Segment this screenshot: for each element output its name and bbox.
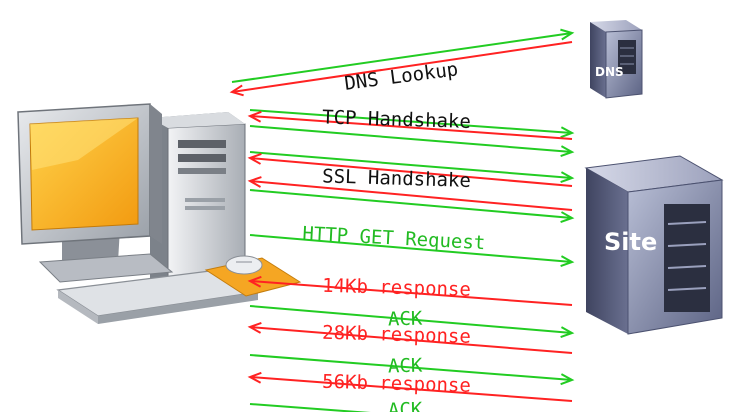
response-14kb-arrow — [247, 275, 573, 306]
ssl-server-finish-arrow — [247, 176, 573, 211]
ack-2-arrow — [249, 354, 575, 386]
http-get-label: HTTP GET Request — [302, 223, 486, 255]
ack-1-arrow — [249, 305, 575, 339]
pc-tower — [150, 112, 246, 305]
labels-layer: DNS Lookup TCP Handshake SSL Handshake H… — [302, 58, 486, 412]
ssl-handshake-label: SSL Handshake — [322, 165, 471, 192]
response-28kb-label: 28Kb response — [322, 322, 471, 348]
ssl-client-hello-arrow — [249, 151, 575, 184]
tcp-handshake-label: TCP Handshake — [322, 106, 471, 133]
response-56kb-arrow — [247, 371, 573, 402]
dns-server-label: DNS — [595, 65, 624, 79]
dns-server-icon: DNS — [590, 20, 643, 99]
ack-1-label: ACK — [388, 308, 423, 331]
ack-3-arrow — [249, 403, 371, 412]
ssl-server-hello-arrow — [247, 153, 573, 187]
response-56kb-label: 56Kb response — [322, 371, 471, 397]
site-server-label: Site — [604, 228, 657, 256]
arrows-layer — [229, 28, 575, 412]
response-28kb-arrow — [247, 321, 573, 354]
dns-response-arrow — [229, 41, 573, 97]
response-14kb-label: 14Kb response — [322, 275, 471, 301]
dns-request-arrow — [231, 28, 575, 83]
monitor — [17, 103, 162, 245]
ack-3-label: ACK — [388, 399, 423, 412]
mouse-pad — [204, 255, 302, 297]
http-get-arrow — [249, 234, 575, 268]
tcp-synack-arrow — [247, 110, 573, 140]
tcp-syn-arrow — [249, 109, 575, 139]
client-computer-icon — [17, 103, 302, 324]
tcp-ack-arrow — [249, 125, 575, 158]
site-server-icon: Site — [584, 155, 724, 335]
ssl-client-finish-arrow — [249, 189, 575, 223]
ack-2-label: ACK — [388, 355, 423, 378]
